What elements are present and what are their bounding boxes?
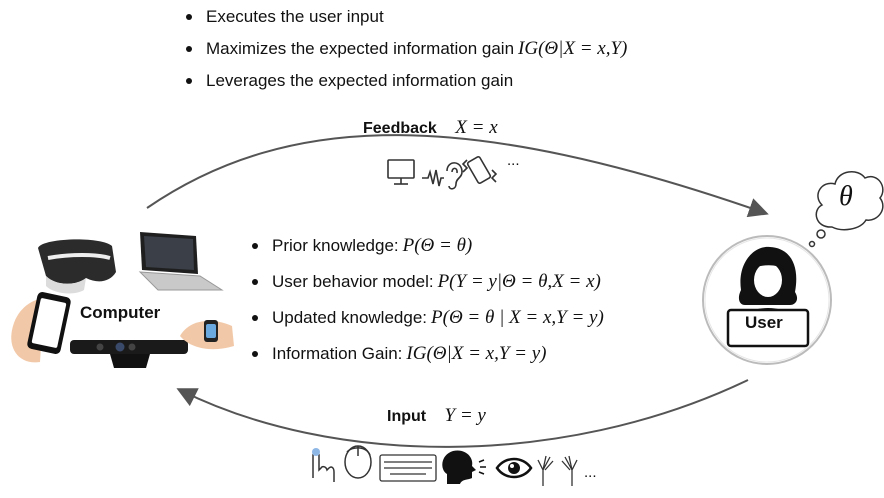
bullet-updated-knowledge: Updated knowledge:P(Θ = θ | X = x,Y = y) <box>248 308 604 328</box>
smartwatch-icon <box>180 320 234 350</box>
sound-ear-icon <box>422 162 463 190</box>
laptop-icon <box>138 232 224 291</box>
input-ellipsis: ... <box>584 464 597 481</box>
bullet-prior-knowledge: Prior knowledge:P(Θ = θ) <box>248 236 604 256</box>
bullet-user-behavior-model: User behavior model:P(Y = y|Θ = θ,X = x) <box>248 272 604 292</box>
feedback-ellipsis: ... <box>507 152 520 169</box>
feedback-title: Feedback <box>363 120 437 137</box>
touch-hand-icon <box>312 448 335 482</box>
vibration-phone-icon <box>461 156 498 184</box>
thought-bubble <box>808 171 884 248</box>
top-bullet-leverage: Leverages the expected information gain <box>182 71 627 91</box>
computer-label: Computer <box>80 303 161 322</box>
mouse-hand-icon <box>344 445 372 479</box>
theta-symbol: θ <box>839 181 853 212</box>
input-title: Input <box>387 408 427 425</box>
smartphone-icon <box>11 292 71 363</box>
kinect-sensor-icon <box>70 340 188 368</box>
gesture-hands-icon <box>537 455 578 486</box>
knowledge-bullet-list: Prior knowledge:P(Θ = θ) User behavior m… <box>248 236 604 380</box>
user-avatar <box>702 235 832 365</box>
feedback-label: Feedback X = x <box>363 117 498 139</box>
input-arrow <box>176 379 749 448</box>
monitor-icon <box>387 159 415 185</box>
vr-headset-icon <box>38 239 116 294</box>
keyboard-icon <box>379 454 437 482</box>
input-math: Y = y <box>444 405 486 426</box>
user-label: User <box>745 313 783 332</box>
top-bullet-execute: Executes the user input <box>182 7 627 27</box>
top-bullet-list: Executes the user input Maximizes the ex… <box>182 7 627 103</box>
bullet-information-gain: Information Gain:IG(Θ|X = x,Y = y) <box>248 344 604 364</box>
feedback-math: X = x <box>455 117 498 138</box>
speaking-head-icon <box>442 450 486 484</box>
feedback-arrow <box>146 134 769 218</box>
eye-icon <box>495 457 533 479</box>
input-label: Input Y = y <box>387 405 486 427</box>
